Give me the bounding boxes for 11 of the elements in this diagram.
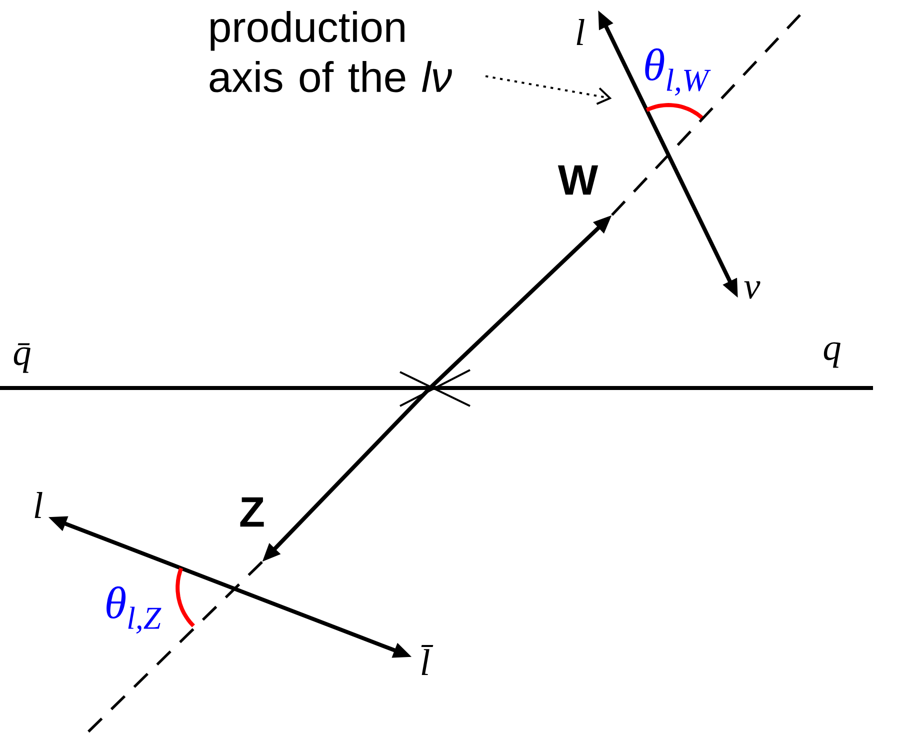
particle-label: ν: [744, 281, 760, 299]
leader-line: [485, 75, 612, 105]
particle-label: q̄: [14, 343, 30, 373]
angle-label: θ$_{l,W}$: [645, 48, 711, 96]
annotation-text: production axis of the lν: [210, 10, 452, 92]
particle-label: l̄: [421, 645, 434, 675]
particle-label: q: [824, 342, 840, 368]
axis-line: [611, 14, 801, 216]
boson-label: Z: [240, 497, 264, 527]
angle-label: θ$_{l,Z}$: [106, 586, 162, 634]
particle-label: l: [34, 492, 42, 518]
